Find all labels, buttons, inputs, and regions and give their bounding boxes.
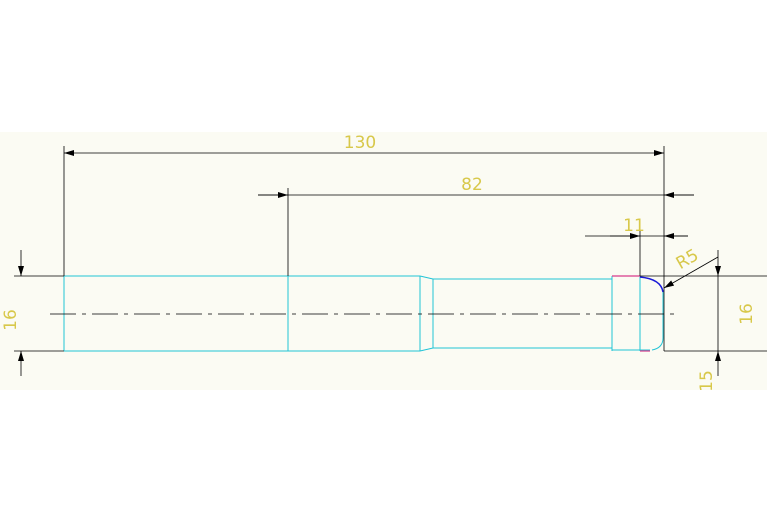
outline-bottom-fillet: [651, 337, 664, 351]
drawing-background: [0, 132, 767, 390]
part-outline: [63, 275, 664, 352]
dim-text-82: 82: [461, 175, 483, 195]
dim-text-130: 130: [344, 133, 376, 153]
dim-text-15: 15: [697, 370, 717, 392]
dim-text-right-16: 16: [737, 303, 757, 325]
radius-leader: [663, 256, 719, 289]
outline-taper-bottom: [419, 347, 434, 352]
dimension-lines: [14, 146, 767, 376]
top-fillet-arc: [639, 276, 664, 293]
outline-taper-top: [419, 275, 434, 280]
dim-text-11: 11: [623, 216, 645, 236]
dim-text-left-16: 16: [1, 309, 21, 331]
